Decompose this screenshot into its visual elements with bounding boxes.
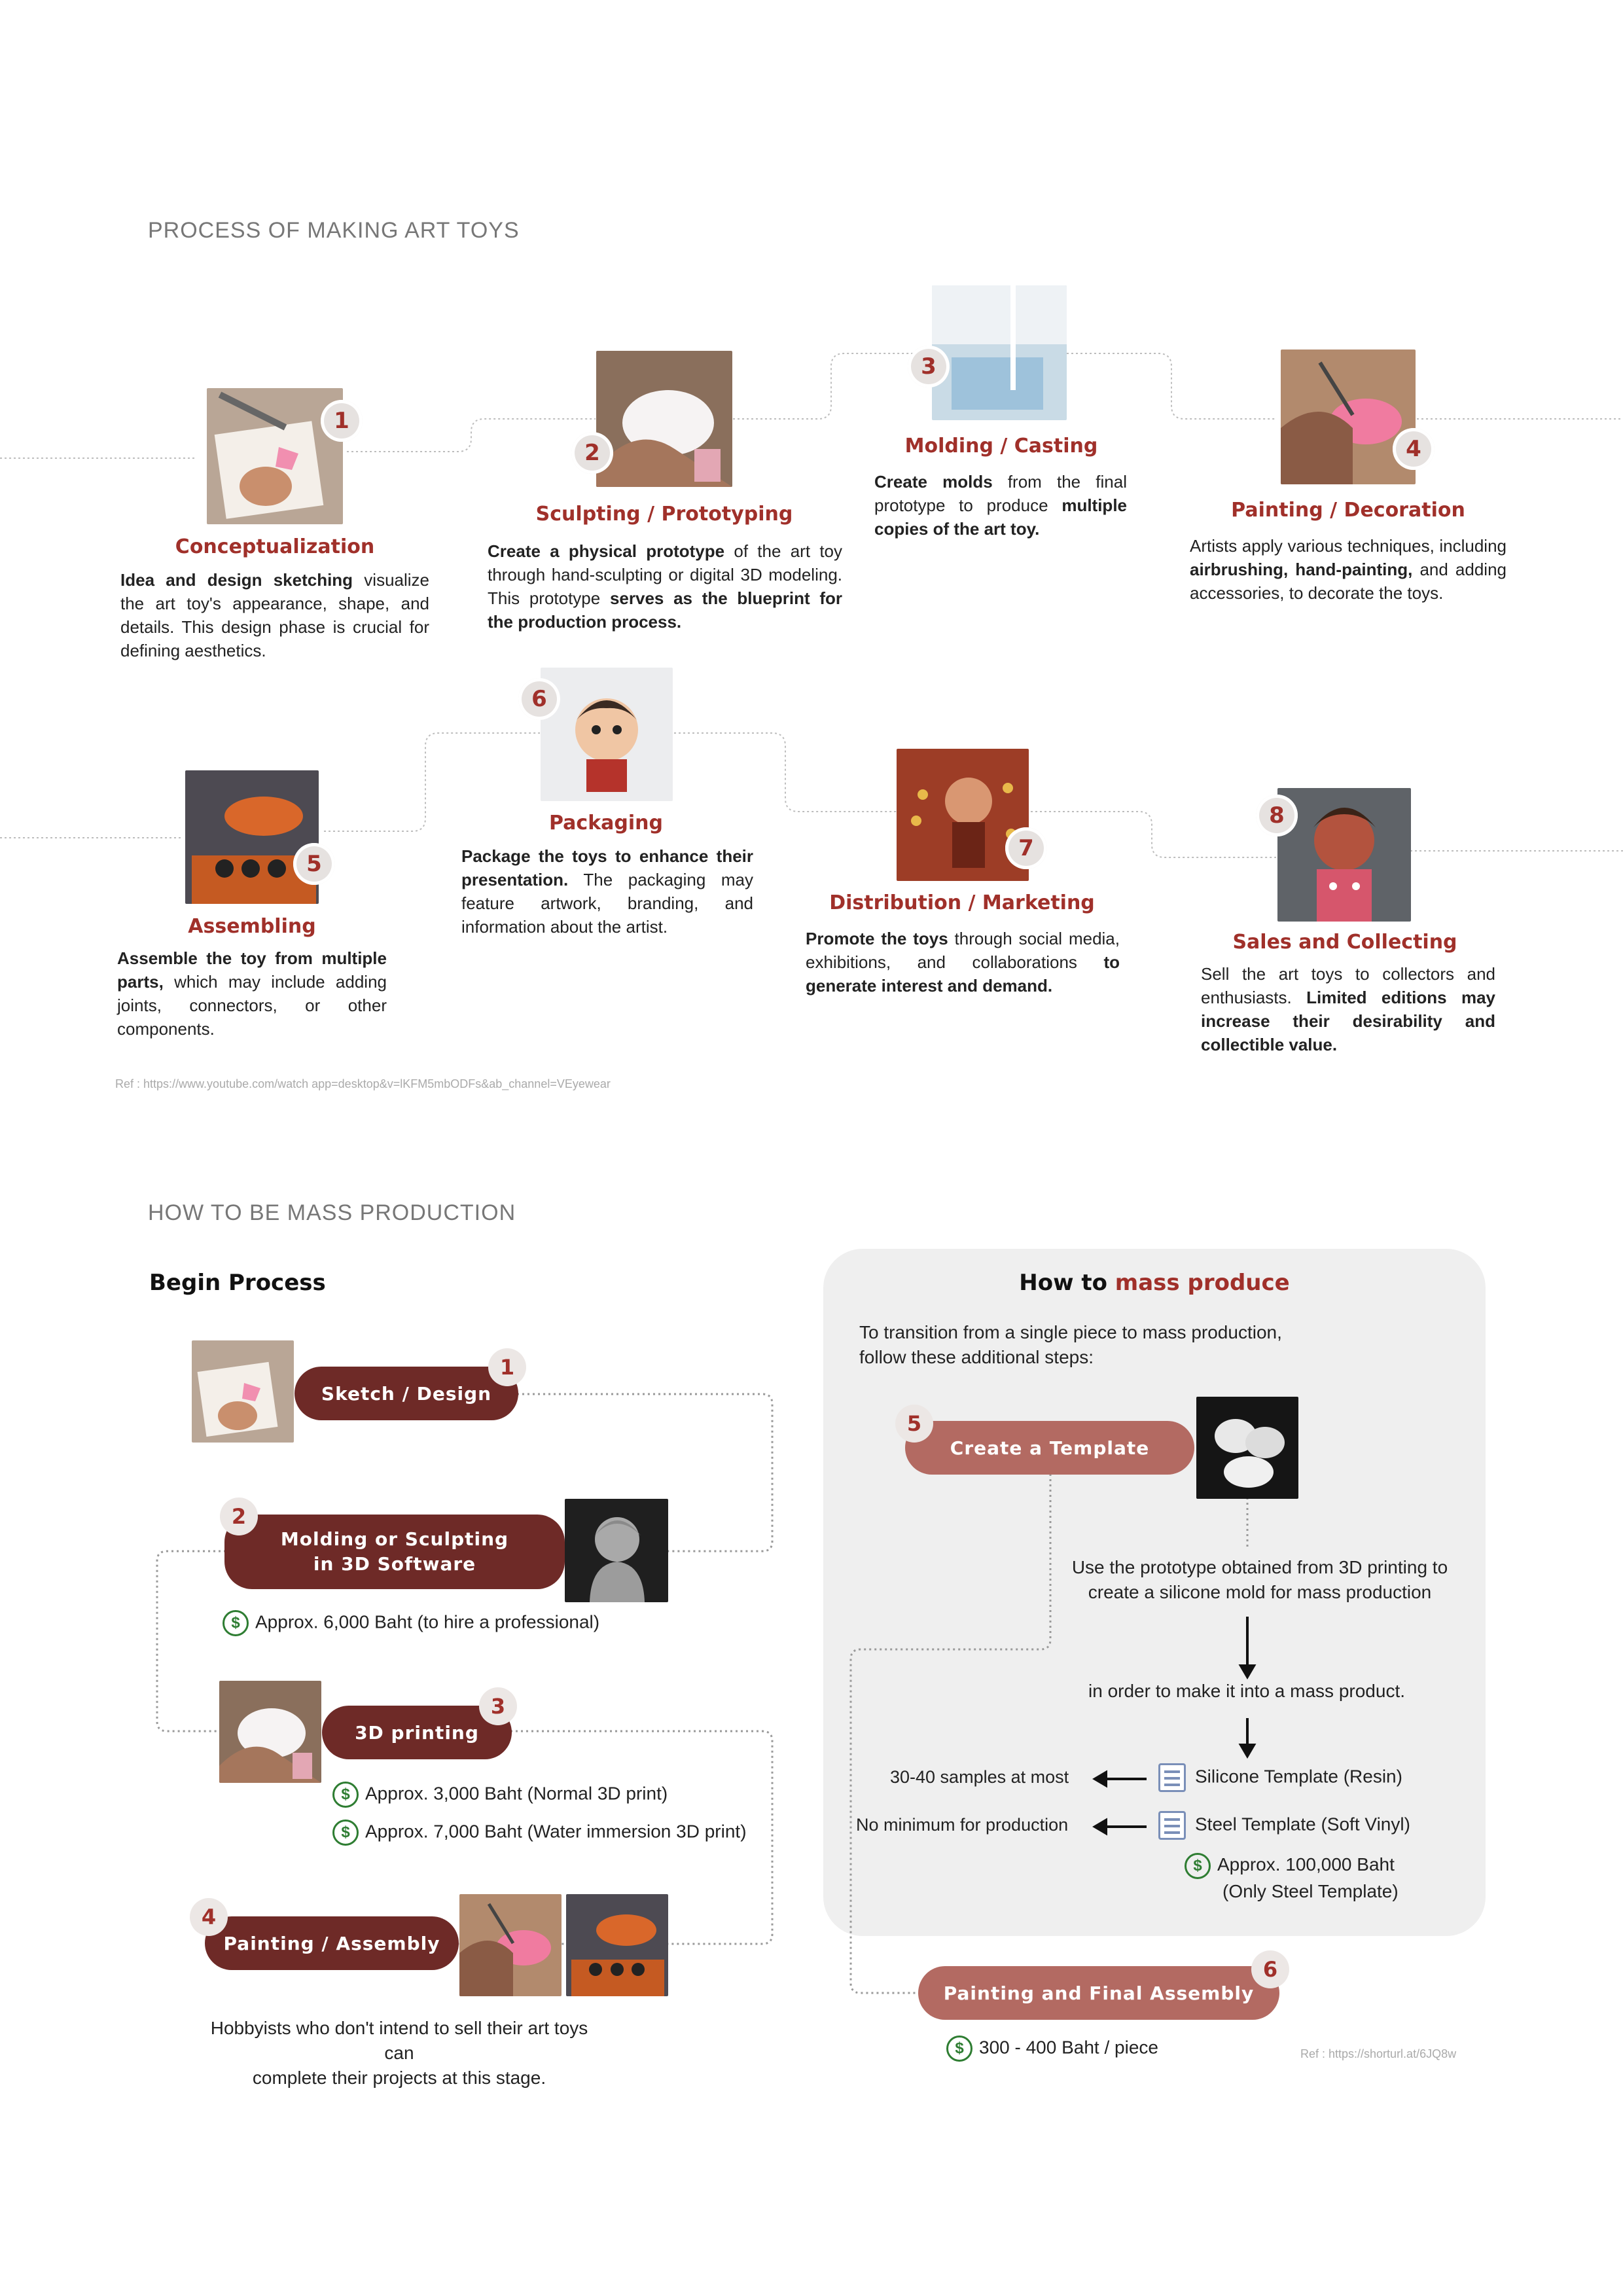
steel-template-row: Steel Template (Soft Vinyl) — [1149, 1811, 1410, 1840]
note-line: Hobbyists who don't intend to sell their… — [196, 2016, 602, 2066]
section-title-mass-production: HOW TO BE MASS PRODUCTION — [148, 1200, 516, 1226]
molding-photo — [932, 285, 1067, 420]
step-desc-assembling: Assemble the toy from multiple parts, wh… — [117, 946, 387, 1041]
step-desc-conceptualization: Idea and design sketching visualize the … — [120, 568, 429, 662]
step-number-badge: 4 — [1393, 428, 1435, 470]
step-desc-molding: Create molds from the final prototype to… — [874, 470, 1127, 541]
dollar-icon: $ — [1185, 1853, 1211, 1879]
silicone-sample-limit: 30-40 samples at most — [890, 1767, 1069, 1787]
step-desc-sculpting: Create a physical prototype of the art t… — [488, 539, 842, 634]
mass-produce-title: How to mass produce — [823, 1270, 1486, 1296]
dollar-icon: $ — [223, 1610, 249, 1636]
step-number-badge: 1 — [321, 400, 363, 442]
painting-assembly-photo-2 — [566, 1894, 668, 1996]
steel-template-cost: $ Approx. 100,000 Baht (Only Steel Templa… — [1185, 1852, 1399, 1904]
step-number-badge: 5 — [895, 1405, 933, 1443]
cost-text: Approx. 7,000 Baht (Water immersion 3D p… — [365, 1821, 747, 1841]
painting-photo — [1281, 350, 1416, 484]
painting-assembly-photo-1 — [459, 1894, 562, 1996]
step-number-badge: 1 — [488, 1348, 526, 1386]
step-title-painting: Painting / Decoration — [1191, 499, 1505, 522]
step-pill-line: Molding or Sculpting — [281, 1527, 508, 1552]
assembling-photo — [185, 770, 319, 904]
distribution-photo — [897, 749, 1029, 881]
mass-produce-intro: To transition from a single piece to mas… — [859, 1320, 1363, 1370]
silicone-template-row: Silicone Template (Resin) — [1149, 1763, 1402, 1792]
sales-photo — [1277, 788, 1411, 922]
intro-line: To transition from a single piece to mas… — [859, 1320, 1363, 1345]
cost-text: Approx. 6,000 Baht (to hire a profession… — [255, 1611, 599, 1632]
cost-text: 300 - 400 Baht / piece — [979, 2037, 1158, 2057]
template-icon — [1158, 1811, 1186, 1840]
dollar-icon: $ — [332, 1782, 359, 1808]
step-pill-painting-assembly: Painting / Assembly — [205, 1916, 459, 1970]
dollar-icon: $ — [946, 2036, 972, 2062]
step-number-badge: 8 — [1256, 795, 1298, 836]
mass-product-note: in order to make it into a mass product. — [1047, 1681, 1446, 1702]
packaging-photo — [541, 668, 673, 801]
cost-line: $ Approx. 7,000 Baht (Water immersion 3D … — [332, 1820, 747, 1846]
3d-printing-photo — [219, 1681, 321, 1783]
step-title-sales: Sales and Collecting — [1188, 931, 1502, 954]
final-assembly-cost: $300 - 400 Baht / piece — [946, 2036, 1158, 2062]
template-label: Silicone Template (Resin) — [1195, 1766, 1402, 1786]
step-desc-sales: Sell the art toys to collectors and enth… — [1201, 962, 1495, 1056]
step-title-conceptualization: Conceptualization — [118, 535, 432, 558]
step-number-badge: 5 — [293, 843, 335, 885]
template-photo — [1196, 1397, 1298, 1499]
step-number-badge: 7 — [1005, 827, 1047, 869]
step-desc-distribution: Promote the toys through social media, e… — [806, 927, 1120, 997]
step-number-badge: 3 — [479, 1687, 517, 1725]
step-title-sculpting: Sculpting / Prototyping — [504, 503, 825, 526]
steel-no-minimum: No minimum for production — [856, 1815, 1068, 1835]
dollar-icon: $ — [332, 1820, 359, 1846]
intro-line: follow these additional steps: — [859, 1345, 1363, 1370]
step-pill-molding-sculpting: Molding or Sculpting in 3D Software — [224, 1515, 565, 1589]
sketching-photo — [207, 388, 343, 524]
cost-line: $ Approx. 3,000 Baht (Normal 3D print) — [332, 1782, 668, 1808]
step-desc-painting: Artists apply various techniques, includ… — [1190, 534, 1507, 605]
3d-model-photo — [565, 1499, 668, 1602]
step-number-badge: 2 — [571, 432, 613, 474]
hobbyist-note: Hobbyists who don't intend to sell their… — [196, 2016, 602, 2090]
title-prefix: How to — [1019, 1270, 1115, 1296]
template-icon — [1158, 1763, 1186, 1792]
step-pill-sketch-design: Sketch / Design — [294, 1367, 518, 1420]
step-title-molding: Molding / Casting — [844, 435, 1158, 457]
cost-text: Approx. 3,000 Baht (Normal 3D print) — [365, 1783, 668, 1803]
title-accent: mass produce — [1115, 1270, 1290, 1296]
explanation-line: create a silicone mold for mass producti… — [1047, 1580, 1472, 1605]
step-desc-packaging: Package the toys to enhance their presen… — [461, 844, 753, 939]
step-title-packaging: Packaging — [449, 812, 763, 834]
step-number-badge: 4 — [190, 1898, 228, 1936]
template-explanation: Use the prototype obtained from 3D print… — [1047, 1555, 1472, 1605]
sketch-design-photo — [192, 1340, 294, 1443]
cost-note: (Only Steel Template) — [1185, 1879, 1399, 1904]
step-pill-line: in 3D Software — [313, 1552, 476, 1577]
note-line: complete their projects at this stage. — [196, 2066, 602, 2090]
sculpting-photo — [596, 351, 732, 487]
step-pill-create-template: Create a Template — [905, 1421, 1194, 1475]
step-title-assembling: Assembling — [95, 915, 409, 938]
explanation-line: Use the prototype obtained from 3D print… — [1047, 1555, 1472, 1580]
reference-link-youtube[interactable]: Ref : https://www.youtube.com/watch app=… — [115, 1077, 611, 1091]
step-number-badge: 6 — [1251, 1950, 1289, 1988]
step-number-badge: 2 — [220, 1498, 258, 1535]
step-pill-painting-final-assembly: Painting and Final Assembly — [918, 1966, 1279, 2020]
step-number-badge: 3 — [908, 346, 950, 387]
cost-line: $ Approx. 6,000 Baht (to hire a professio… — [223, 1610, 599, 1636]
reference-link-shorturl[interactable]: Ref : https://shorturl.at/6JQ8w — [1300, 2047, 1456, 2061]
cost-text: Approx. 100,000 Baht — [1217, 1854, 1395, 1874]
step-title-distribution: Distribution / Marketing — [805, 891, 1119, 914]
template-label: Steel Template (Soft Vinyl) — [1195, 1814, 1410, 1834]
step-number-badge: 6 — [518, 678, 560, 720]
